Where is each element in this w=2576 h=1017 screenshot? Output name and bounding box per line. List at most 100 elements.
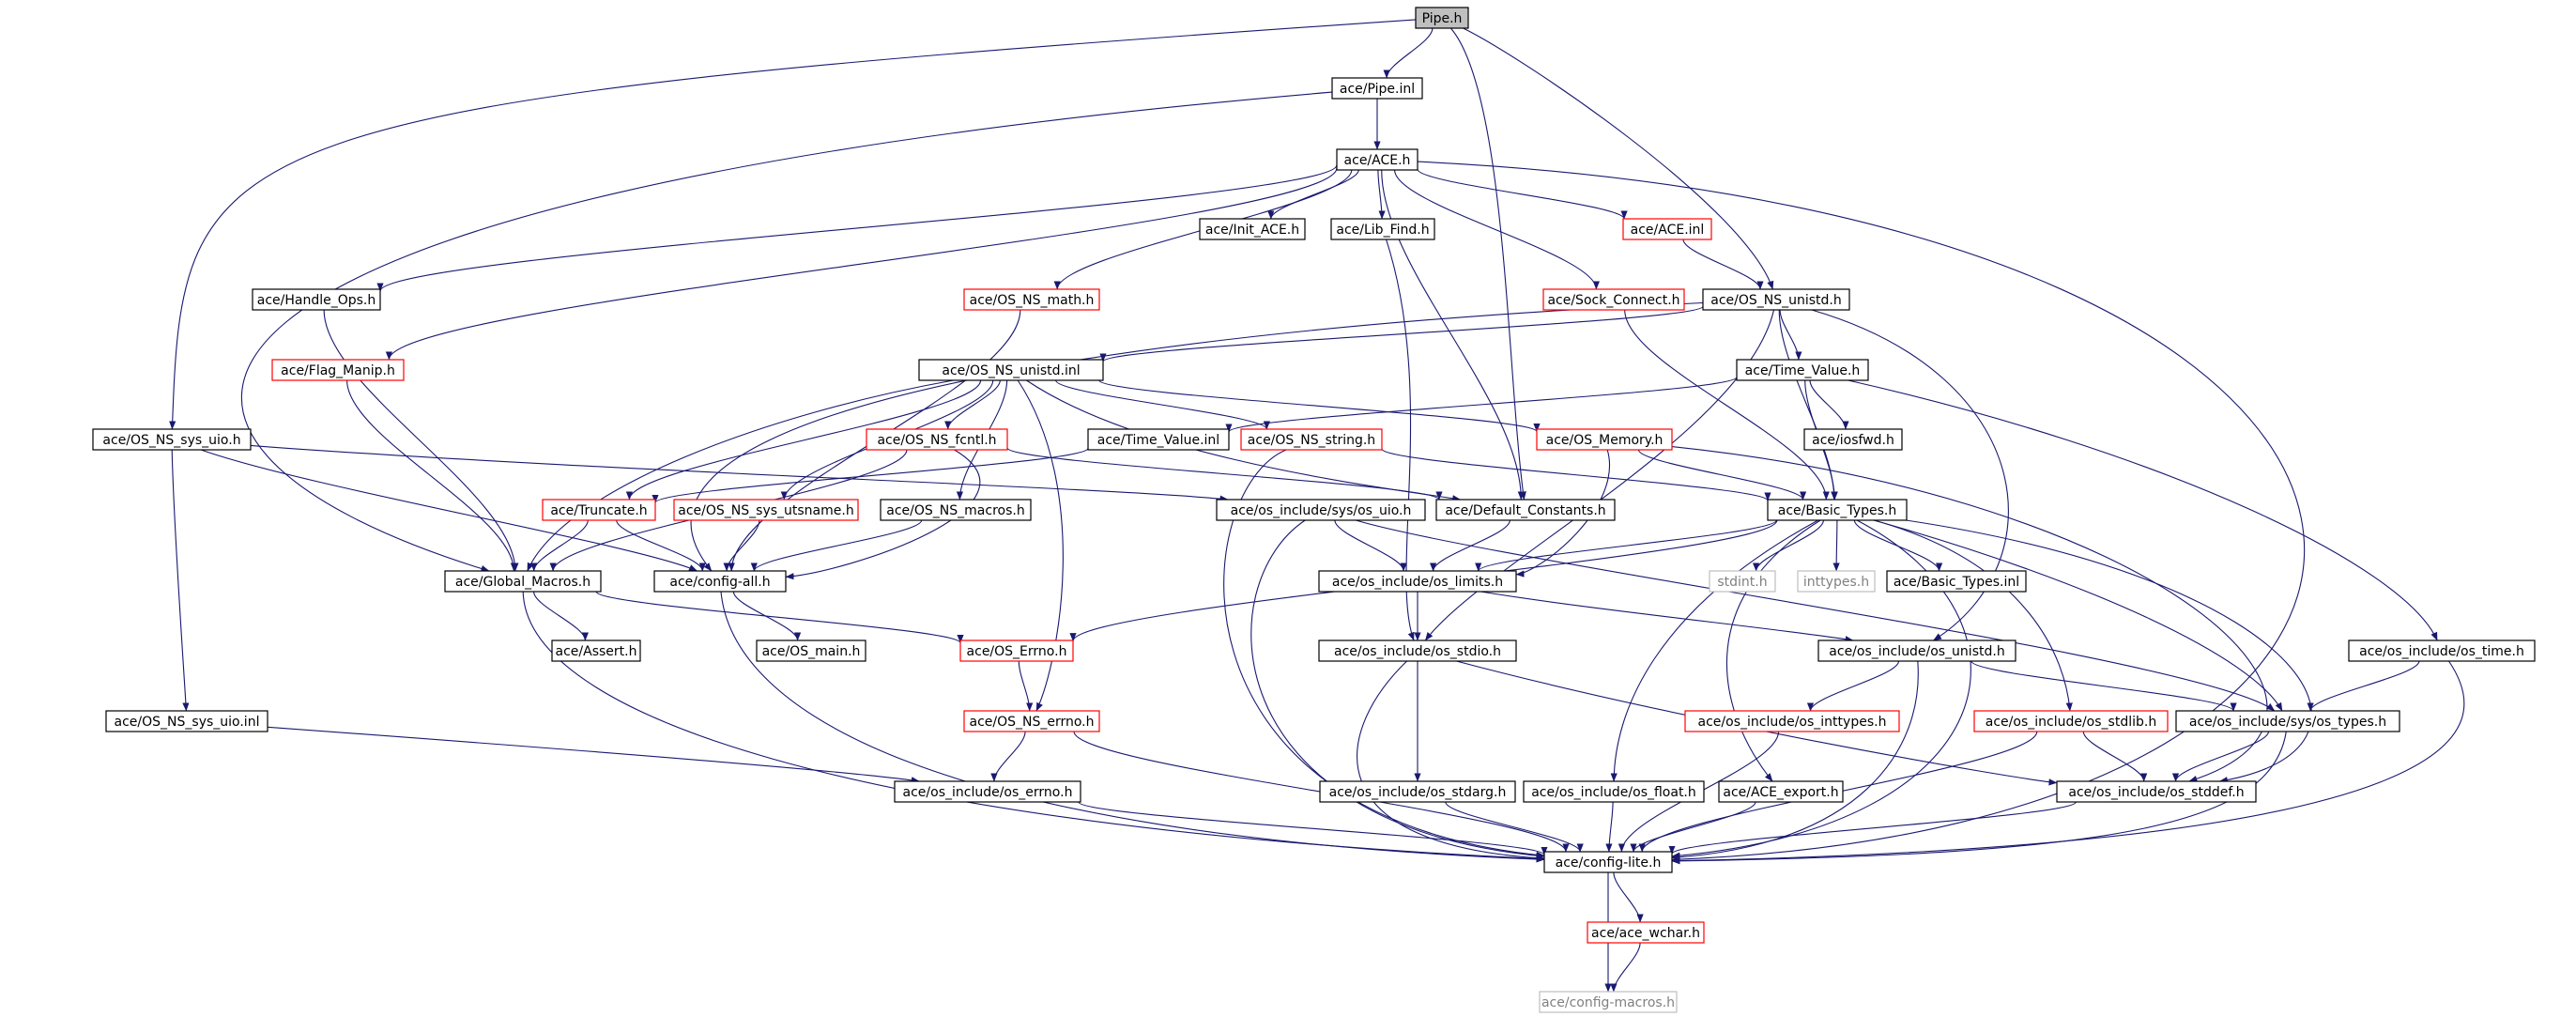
edge-pipe_h-to-os_ns_sys_uio_h	[169, 19, 1417, 430]
node-label: ace/ACE.h	[1344, 153, 1411, 168]
edge-os_stddef-to-config_lite	[1668, 801, 2077, 855]
node-os-stdarg[interactable]: ace/os_include/os_stdarg.h	[1319, 780, 1516, 803]
node-label: ace/os_include/os_errno.h	[903, 785, 1073, 800]
edge-ace_inl-to-os_ns_unistd_h	[1682, 239, 1764, 290]
node-os-float[interactable]: ace/os_include/os_float.h	[1523, 780, 1705, 803]
node-os-errno[interactable]: ace/OS_Errno.h	[959, 639, 1074, 662]
node-sys-os-types[interactable]: ace/os_include/sys/os_types.h	[2175, 710, 2400, 732]
edge-basic_types_h-to-os_stddef	[1906, 519, 2312, 784]
edge-os_memory-to-os_limits	[1515, 449, 1610, 578]
node-os-inttypes[interactable]: ace/os_include/os_inttypes.h	[1684, 710, 1900, 732]
node-init-ace[interactable]: ace/Init_ACE.h	[1199, 218, 1306, 240]
node-box	[1330, 218, 1435, 240]
node-ace-inl[interactable]: ace/ACE.inl	[1622, 218, 1712, 240]
node-handle-ops[interactable]: ace/Handle_Ops.h	[252, 288, 381, 311]
node-os-ns-sys-utsname[interactable]: ace/OS_NS_sys_utsname.h	[673, 499, 859, 521]
edge-config_all-to-config_lite	[720, 591, 1545, 863]
node-label: ace/config-all.h	[669, 575, 770, 590]
edge-sys_os_uio-to-os_limits	[1334, 519, 1407, 572]
node-os-time[interactable]: ace/os_include/os_time.h	[2348, 639, 2536, 662]
edges-layer	[169, 19, 2465, 993]
node-box	[1331, 77, 1423, 100]
node-default-constants[interactable]: ace/Default_Constants.h	[1435, 499, 1616, 521]
edge-basic_types_h-to-os_float	[1610, 519, 1818, 782]
node-box	[444, 570, 602, 593]
node-pipe-inl[interactable]: ace/Pipe.inl	[1331, 77, 1423, 100]
node-config-all[interactable]: ace/config-all.h	[653, 570, 787, 593]
node-ace-export[interactable]: ace/ACE_export.h	[1718, 780, 1844, 803]
node-os-ns-unistd-h[interactable]: ace/OS_NS_unistd.h	[1702, 288, 1850, 311]
edge-basic_types_h-to-os_stdlib	[1874, 519, 2073, 712]
node-os-ns-fcntl[interactable]: ace/OS_NS_fcntl.h	[866, 428, 1008, 451]
node-iosfwd[interactable]: ace/iosfwd.h	[1803, 428, 1903, 451]
node-label: ace/config-macros.h	[1541, 995, 1675, 1010]
node-os-ns-sys-uio-h[interactable]: ace/OS_NS_sys_uio.h	[92, 428, 252, 451]
node-lib-find[interactable]: ace/Lib_Find.h	[1330, 218, 1435, 240]
node-pipe-h[interactable]: Pipe.h	[1415, 7, 1469, 29]
edge-os_errno-to-os_ns_errno	[1018, 660, 1034, 712]
node-os-ns-string[interactable]: ace/OS_NS_string.h	[1240, 428, 1383, 451]
node-box	[1973, 710, 2169, 732]
node-os-stddef[interactable]: ace/os_include/os_stddef.h	[2056, 780, 2257, 803]
edge-basic_types_h-to-inttypes	[1832, 519, 1840, 572]
node-global-macros[interactable]: ace/Global_Macros.h	[444, 570, 602, 593]
node-box	[252, 288, 381, 311]
node-os-ns-macros[interactable]: ace/OS_NS_macros.h	[880, 499, 1032, 521]
node-os-ns-math[interactable]: ace/OS_NS_math.h	[963, 288, 1100, 311]
node-os-limits[interactable]: ace/os_include/os_limits.h	[1318, 570, 1517, 593]
node-basic-types-h[interactable]: ace/Basic_Types.h	[1767, 499, 1908, 521]
node-box	[1415, 7, 1469, 29]
edge-os_ns_sys_uio_h-to-sys_os_uio	[250, 444, 1229, 502]
node-label: ace/Handle_Ops.h	[257, 293, 376, 308]
edge-os_ns_errno-to-os_errno_inc	[990, 731, 1026, 782]
node-os-stdlib[interactable]: ace/os_include/os_stdlib.h	[1973, 710, 2169, 732]
node-config-macros: ace/config-macros.h	[1539, 991, 1678, 1013]
node-os-stdio[interactable]: ace/os_include/os_stdio.h	[1318, 639, 1517, 662]
node-box	[1318, 570, 1517, 593]
node-os-unistd[interactable]: ace/os_include/os_unistd.h	[1817, 639, 2016, 662]
node-label: ace/Basic_Types.inl	[1894, 575, 2019, 590]
node-label: ace/OS_main.h	[762, 644, 861, 659]
node-sock-connect[interactable]: ace/Sock_Connect.h	[1542, 288, 1685, 311]
node-os-ns-sys-uio-inl[interactable]: ace/OS_NS_sys_uio.inl	[105, 710, 268, 732]
node-basic-types-inl[interactable]: ace/Basic_Types.inl	[1886, 570, 2027, 593]
node-label: inttypes.h	[1803, 575, 1869, 590]
node-label: Pipe.h	[1422, 11, 1463, 26]
node-time-value-inl[interactable]: ace/Time_Value.inl	[1087, 428, 1230, 451]
node-config-lite[interactable]: ace/config-lite.h	[1543, 851, 1673, 873]
edge-default_constants-to-os_limits	[1430, 519, 1510, 572]
node-label: ace/Time_Value.h	[1745, 363, 1861, 378]
node-box	[2348, 639, 2536, 662]
node-box	[894, 780, 1081, 803]
node-os-ns-errno[interactable]: ace/OS_NS_errno.h	[963, 710, 1100, 732]
node-box	[918, 359, 1104, 381]
node-sys-os-uio[interactable]: ace/os_include/sys/os_uio.h	[1216, 499, 1426, 521]
node-label: ace/os_include/os_stdlib.h	[1986, 715, 2156, 730]
node-label: ace/OS_NS_sys_utsname.h	[678, 503, 853, 518]
node-ace-wchar[interactable]: ace/ace_wchar.h	[1587, 921, 1705, 944]
node-assert-h[interactable]: ace/Assert.h	[551, 639, 641, 662]
node-os-errno-inc[interactable]: ace/os_include/os_errno.h	[894, 780, 1081, 803]
edge-ace_h-to-ace_inl	[1417, 168, 1628, 220]
node-inttypes: inttypes.h	[1797, 570, 1876, 593]
node-os-main[interactable]: ace/OS_main.h	[756, 639, 866, 662]
node-label: ace/OS_NS_unistd.inl	[942, 363, 1080, 378]
node-os-ns-unistd-inl[interactable]: ace/OS_NS_unistd.inl	[918, 359, 1104, 381]
node-label: ace/os_include/os_stdio.h	[1334, 644, 1501, 659]
node-box	[271, 359, 405, 381]
node-box	[1523, 780, 1705, 803]
node-ace-h[interactable]: ace/ACE.h	[1336, 148, 1418, 171]
node-time-value-h[interactable]: ace/Time_Value.h	[1736, 359, 1869, 381]
node-box	[673, 499, 859, 521]
node-os-memory[interactable]: ace/OS_Memory.h	[1536, 428, 1673, 451]
node-box	[1216, 499, 1426, 521]
node-label: ace/os_include/os_float.h	[1531, 785, 1696, 800]
node-stdint: stdint.h	[1709, 570, 1776, 593]
edge-pipe_h-to-default_constants	[1449, 27, 1526, 501]
node-box	[551, 639, 641, 662]
edge-time_value_h-to-iosfwd	[1809, 379, 1849, 430]
node-flag-manip[interactable]: ace/Flag_Manip.h	[271, 359, 405, 381]
node-box	[880, 499, 1032, 521]
node-label: ace/OS_NS_errno.h	[969, 715, 1094, 730]
node-truncate[interactable]: ace/Truncate.h	[542, 499, 656, 521]
